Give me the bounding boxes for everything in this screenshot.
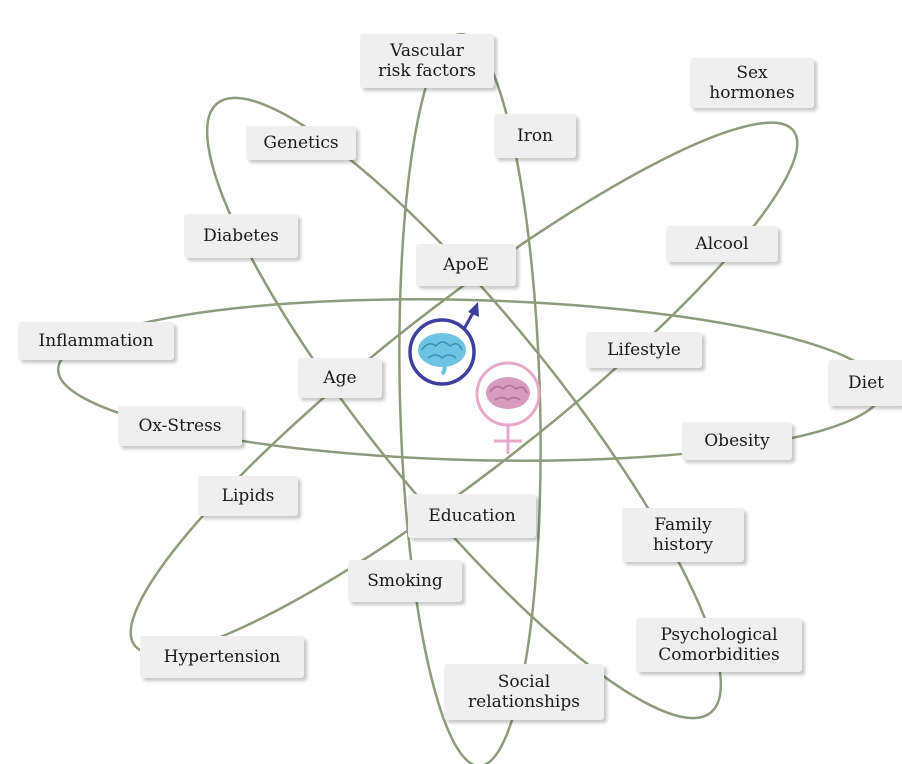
factor-social-relationships: Social relationships [444,664,604,720]
factor-apoe: ApoE [416,244,516,286]
factor-education: Education [408,494,536,538]
factor-diabetes: Diabetes [184,214,298,258]
factor-smoking: Smoking [348,560,462,602]
male-brain-symbol-icon [408,302,479,386]
factor-alcool: Alcool [666,226,778,262]
factor-sex-hormones: Sex hormones [690,58,814,108]
factor-age: Age [298,358,382,398]
orbit-diag-down [205,96,723,720]
factor-family-history: Family history [622,508,744,562]
factor-psychological-comorbidities: Psychological Comorbidities [636,618,802,672]
female-brain-symbol-icon [475,361,541,454]
orbit-diag-up [129,121,799,655]
factor-ox-stress: Ox-Stress [118,406,242,446]
factor-vascular-risk-factors: Vascular risk factors [360,34,494,88]
factor-iron: Iron [494,114,576,158]
factor-lifestyle: Lifestyle [586,332,702,368]
factor-diet: Diet [828,360,902,406]
factor-hypertension: Hypertension [140,636,304,678]
factor-inflammation: Inflammation [18,322,174,360]
factor-lipids: Lipids [198,476,298,516]
factor-obesity: Obesity [682,422,792,460]
factor-genetics: Genetics [246,126,356,160]
